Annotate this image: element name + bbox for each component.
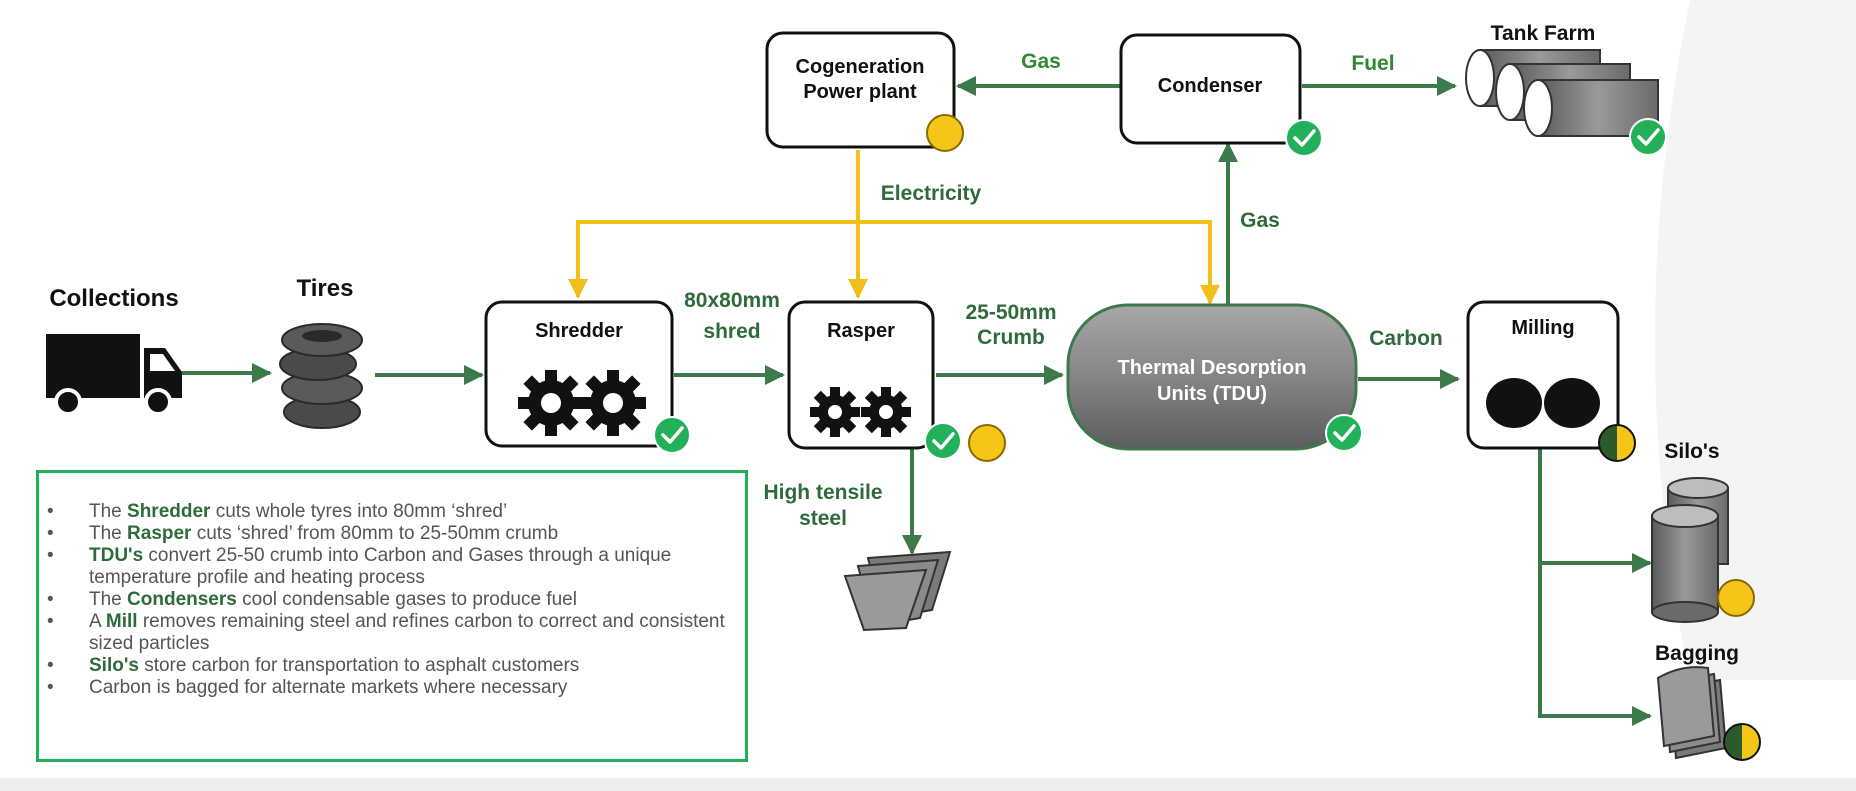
note-item: Carbon is bagged for alternate markets w… bbox=[47, 677, 725, 699]
note-text: Carbon is bagged for alternate markets w… bbox=[89, 677, 568, 698]
note-item: The Rasper cuts ‘shred’ from 80mm to 25-… bbox=[47, 523, 725, 545]
note-text: The bbox=[89, 501, 128, 522]
process-notes-list: The Shredder cuts whole tyres into 80mm … bbox=[39, 473, 745, 699]
arrow-milling-bagging bbox=[1538, 446, 1652, 726]
note-text: cuts ‘shred’ from 80mm to 25-50mm crumb bbox=[191, 523, 559, 544]
tank-farm-title: Tank Farm bbox=[1491, 22, 1596, 45]
shred-label-line2: shred bbox=[703, 320, 760, 343]
tdu-unit bbox=[1066, 303, 1358, 451]
note-item: A Mill removes remaining steel and refin… bbox=[47, 611, 725, 655]
note-keyword: Shredder bbox=[127, 501, 211, 522]
shredder-title: Shredder bbox=[535, 320, 623, 342]
flow-connectors bbox=[182, 76, 1652, 726]
crumb-label-line2: Crumb bbox=[977, 326, 1045, 349]
condenser-title: Condenser bbox=[1158, 75, 1263, 97]
gas-left-label: Gas bbox=[1021, 50, 1061, 73]
tires-title: Tires bbox=[297, 275, 354, 302]
note-item: The Shredder cuts whole tyres into 80mm … bbox=[47, 501, 725, 523]
note-keyword: TDU's bbox=[89, 545, 144, 566]
silos-icon bbox=[1651, 477, 1729, 623]
cogeneration-title-line1: Cogeneration bbox=[796, 56, 925, 78]
rasper-title: Rasper bbox=[827, 320, 895, 342]
milling-title: Milling bbox=[1511, 317, 1574, 339]
yellow-circle-icon bbox=[1717, 579, 1755, 617]
cogeneration-box bbox=[765, 31, 956, 149]
note-item: The Condensers cool condensable gases to… bbox=[47, 589, 725, 611]
note-keyword: Mill bbox=[105, 611, 138, 632]
fuel-label: Fuel bbox=[1351, 52, 1394, 75]
collections-title: Collections bbox=[49, 285, 178, 312]
tank-farm-icon bbox=[1465, 49, 1659, 137]
power-to-shredder bbox=[568, 220, 858, 299]
note-text: convert 25-50 crumb into Carbon and Gase… bbox=[89, 545, 672, 588]
bagging-title: Bagging bbox=[1655, 642, 1739, 665]
note-keyword: Silo's bbox=[89, 655, 139, 676]
shred-label-line1: 80x80mm bbox=[684, 289, 780, 312]
note-text: A bbox=[89, 611, 106, 632]
steel-label-line2: steel bbox=[799, 507, 847, 530]
note-text: The bbox=[89, 589, 128, 610]
check-circle-icon bbox=[653, 416, 691, 454]
yellow-circle-icon bbox=[926, 114, 964, 152]
half-circle-icon bbox=[1723, 723, 1761, 761]
truck-icon bbox=[46, 334, 182, 416]
note-item: TDU's convert 25-50 crumb into Carbon an… bbox=[47, 545, 725, 589]
milling-rollers-icon bbox=[1486, 378, 1600, 428]
rasper-gears-icon bbox=[810, 387, 911, 437]
condenser-box bbox=[1119, 33, 1302, 145]
note-text: store carbon for transportation to aspha… bbox=[138, 655, 580, 676]
silos-title: Silo's bbox=[1664, 440, 1719, 463]
bagging-icon bbox=[1656, 666, 1728, 760]
note-text: cuts whole tyres into 80mm ‘shred’ bbox=[210, 501, 508, 522]
gas-up-label: Gas bbox=[1240, 209, 1280, 232]
electricity-label: Electricity bbox=[881, 182, 982, 205]
carbon-label: Carbon bbox=[1369, 327, 1443, 350]
steel-label-line1: High tensile bbox=[763, 481, 882, 504]
tire-stack-icon bbox=[279, 323, 363, 429]
bottom-strip bbox=[0, 778, 1856, 791]
check-circle-icon bbox=[1325, 414, 1363, 452]
cogeneration-title-line2: Power plant bbox=[803, 81, 917, 103]
yellow-circle-icon bbox=[968, 424, 1006, 462]
half-circle-icon bbox=[1598, 424, 1636, 462]
note-text: The bbox=[89, 523, 128, 544]
steel-sheets-icon bbox=[843, 550, 952, 632]
electricity-connectors bbox=[568, 150, 1220, 305]
power-to-tdu bbox=[858, 220, 1220, 305]
shredder-gears-icon bbox=[518, 370, 646, 436]
note-text: cool condensable gases to produce fuel bbox=[236, 589, 577, 610]
tdu-title-line1: Thermal Desorption bbox=[1118, 357, 1307, 379]
note-text: removes remaining steel and refines carb… bbox=[89, 611, 725, 654]
check-circle-icon bbox=[1285, 119, 1323, 157]
note-item: Silo's store carbon for transportation t… bbox=[47, 655, 725, 677]
crumb-label-line1: 25-50mm bbox=[965, 301, 1056, 324]
check-circle-icon bbox=[1629, 118, 1667, 156]
note-keyword: Condensers bbox=[127, 589, 237, 610]
check-circle-icon bbox=[924, 422, 962, 460]
note-keyword: Rasper bbox=[127, 523, 192, 544]
tdu-title-line2: Units (TDU) bbox=[1157, 383, 1267, 405]
process-notes-box: The Shredder cuts whole tyres into 80mm … bbox=[36, 470, 748, 762]
